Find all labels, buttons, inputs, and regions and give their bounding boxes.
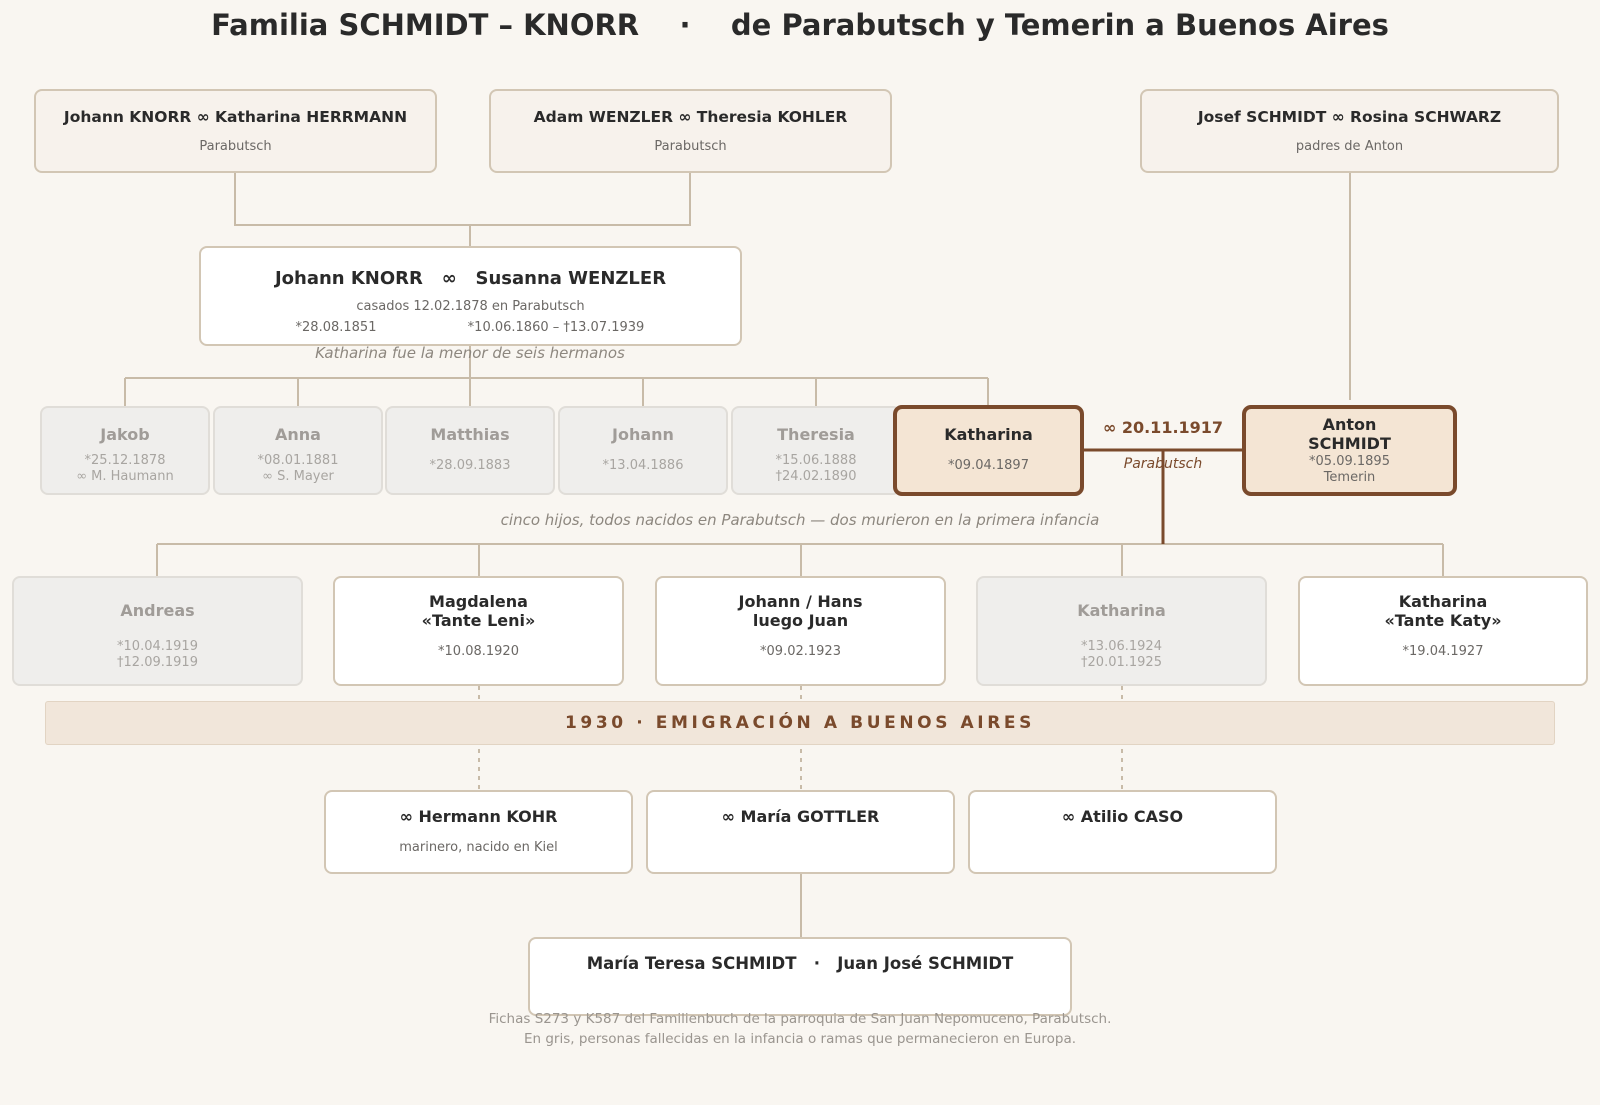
couple-name: Josef SCHMIDT ∞ Rosina SCHWARZ	[1197, 108, 1502, 126]
child-card[interactable]: Andreas *10.04.1919 †12.09.1919	[12, 576, 303, 686]
emigration-banner: 1930 · EMIGRACIÓN A BUENOS AIRES	[45, 701, 1555, 745]
sibling-name: Anna	[275, 425, 321, 444]
child-name: Johann / Hans	[738, 592, 863, 611]
child-birth: *13.06.1924	[1081, 639, 1162, 654]
child-nickname: «Tante Leni»	[421, 611, 536, 630]
page-title: Familia SCHMIDT – KNORR · de Parabutsch …	[211, 8, 1389, 42]
marriage-label: ∞ 20.11.1917	[1102, 418, 1224, 437]
couple-place: Parabutsch	[654, 139, 727, 154]
anton-card[interactable]: Anton SCHMIDT *05.09.1895 Temerin	[1242, 405, 1457, 496]
sibling-drops	[124, 378, 989, 406]
sibling-name: Johann	[612, 425, 674, 444]
marriage-place: Parabutsch	[1123, 456, 1203, 472]
husband-dates: *28.08.1851	[295, 320, 377, 335]
sibling-line1: *08.01.1881	[257, 453, 339, 468]
child-drops	[156, 544, 1444, 577]
child-nickname: «Tante Katy»	[1384, 611, 1502, 630]
child-birth: *10.08.1920	[438, 644, 519, 659]
grandparents-wenzler-kohler[interactable]: Adam WENZLER ∞ Theresia KOHLER Parabutsc…	[489, 89, 892, 173]
child-card[interactable]: Johann / Hans luego Juan *09.02.1923	[655, 576, 946, 686]
spouse-card[interactable]: ∞ Atilio CASO	[968, 790, 1277, 874]
anton-name: Anton	[1322, 415, 1377, 434]
couple-name: Johann KNORR ∞ Susanna WENZLER	[274, 268, 667, 289]
sibling-card[interactable]: Matthias *28.09.1883	[385, 406, 555, 495]
anton-surname: SCHMIDT	[1308, 434, 1391, 453]
parents-knorr-wenzler[interactable]: Johann KNORR ∞ Susanna WENZLER casados 1…	[199, 246, 742, 346]
sibling-line2: †24.02.1890	[775, 469, 857, 484]
spouse-card[interactable]: ∞ María GOTTLER	[646, 790, 955, 874]
grandparents-knorr-herrmann[interactable]: Johann KNORR ∞ Katharina HERRMANN Parabu…	[34, 89, 437, 173]
wife-dates: *10.06.1860 – †13.07.1939	[467, 320, 645, 335]
katharina-name: Katharina	[944, 425, 1033, 444]
anton-dates: *05.09.1895	[1309, 454, 1390, 469]
child-card[interactable]: Katharina «Tante Katy» *19.04.1927	[1298, 576, 1588, 686]
katharina-dates: *09.04.1897	[948, 458, 1029, 473]
sibling-line1: *13.04.1886	[602, 458, 684, 473]
sibling-name: Matthias	[430, 425, 510, 444]
spouse-name: ∞ Atilio CASO	[1061, 807, 1184, 826]
child-birth: *10.04.1919	[117, 639, 198, 654]
child-birth: *19.04.1927	[1402, 644, 1484, 659]
anton-place: Temerin	[1323, 470, 1376, 485]
spouse-name: ∞ Hermann KOHR	[399, 807, 558, 826]
child-death: †12.09.1919	[117, 655, 198, 670]
sibling-name: Theresia	[777, 425, 855, 444]
couple-place: padres de Anton	[1295, 139, 1404, 154]
child-card[interactable]: Katharina *13.06.1924 †20.01.1925	[976, 576, 1267, 686]
grandparents-schmidt-schwarz[interactable]: Josef SCHMIDT ∞ Rosina SCHWARZ padres de…	[1140, 89, 1559, 173]
sibling-line2: ∞ S. Mayer	[262, 469, 334, 484]
sibling-line1: *25.12.1878	[84, 453, 166, 468]
parents-note: Katharina fue la menor de seis hermanos	[315, 344, 625, 362]
spouse-card[interactable]: ∞ Hermann KOHR marinero, nacido en Kiel	[324, 790, 633, 874]
katharina-card[interactable]: Katharina *09.04.1897	[893, 405, 1084, 496]
children-note: cinco hijos, todos nacidos en Parabutsch…	[500, 511, 1100, 529]
child-name: Katharina	[1077, 601, 1166, 620]
grandchildren-card[interactable]: María Teresa SCHMIDT · Juan José SCHMIDT	[528, 937, 1072, 1016]
sibling-card[interactable]: Jakob *25.12.1878 ∞ M. Haumann	[40, 406, 210, 495]
couple-place: Parabutsch	[199, 139, 272, 154]
couple-name: Johann KNORR ∞ Katharina HERRMANN	[63, 108, 408, 126]
child-name: Katharina	[1398, 592, 1488, 611]
grandchildren-names: María Teresa SCHMIDT · Juan José SCHMIDT	[586, 954, 1014, 973]
sibling-card[interactable]: Johann *13.04.1886	[558, 406, 728, 495]
grandparents-connector	[234, 172, 691, 226]
sibling-name: Jakob	[100, 425, 150, 444]
footer-source: Fichas S273 y K587 del Familienbuch de l…	[488, 1011, 1112, 1027]
couple-name: Adam WENZLER ∞ Theresia KOHLER	[533, 108, 848, 126]
marriage-date: casados 12.02.1878 en Parabutsch	[356, 299, 585, 314]
footer-legend: En gris, personas fallecidas en la infan…	[523, 1031, 1077, 1047]
sibling-line1: *28.09.1883	[429, 458, 511, 473]
child-birth: *09.02.1923	[760, 644, 841, 659]
child-name: Magdalena	[429, 592, 528, 611]
sibling-card[interactable]: Anna *08.01.1881 ∞ S. Mayer	[213, 406, 383, 495]
spouse-note: marinero, nacido en Kiel	[399, 840, 558, 855]
connector-group	[124, 172, 1444, 937]
sibling-card[interactable]: Theresia *15.06.1888 †24.02.1890	[731, 406, 901, 495]
child-death: †20.01.1925	[1081, 655, 1162, 670]
child-nickname: luego Juan	[752, 611, 849, 630]
spouse-name: ∞ María GOTTLER	[721, 807, 880, 826]
sibling-line2: ∞ M. Haumann	[76, 469, 174, 484]
sibling-line1: *15.06.1888	[775, 453, 857, 468]
child-card[interactable]: Magdalena «Tante Leni» *10.08.1920	[333, 576, 624, 686]
child-name: Andreas	[120, 601, 195, 620]
